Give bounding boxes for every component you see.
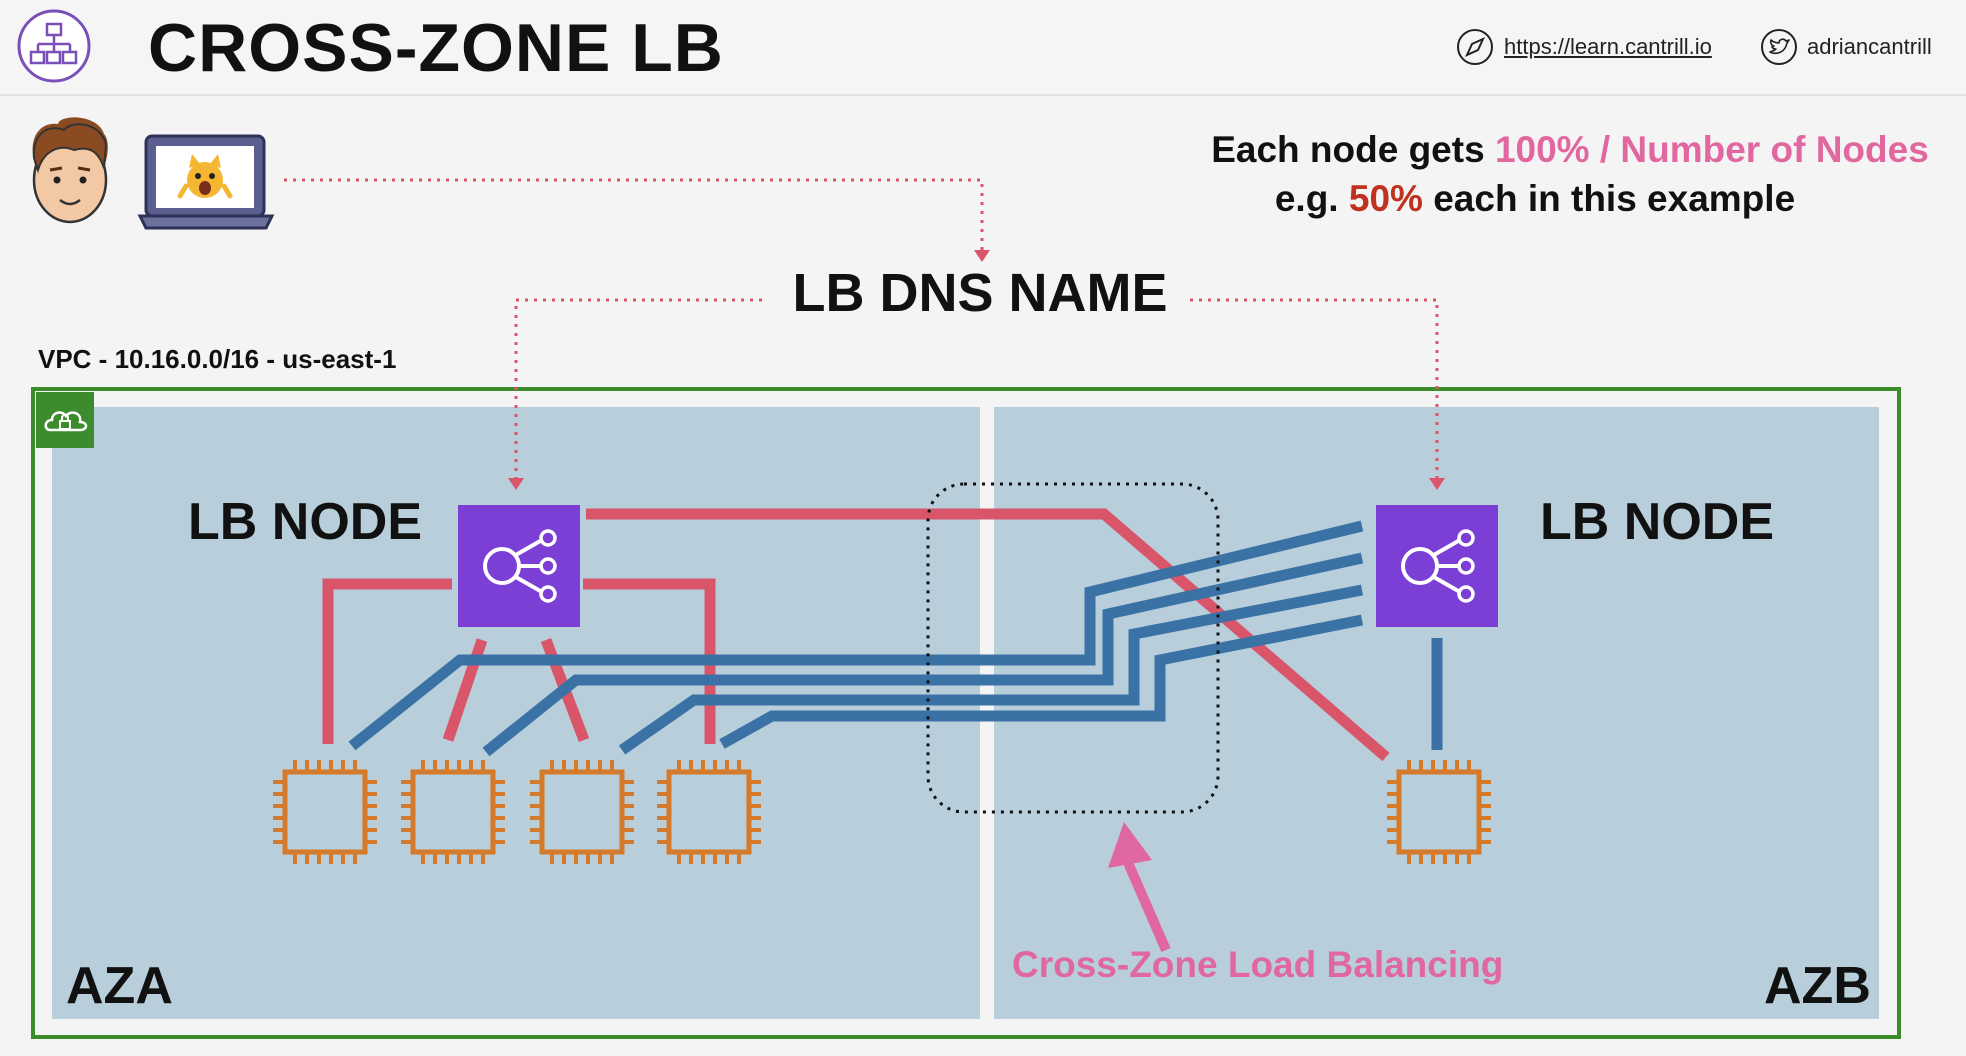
note-line-2: e.g. 50% each in this example bbox=[1145, 175, 1925, 223]
organization-icon bbox=[17, 9, 91, 83]
cross-zone-region bbox=[926, 482, 1220, 814]
twitter-icon bbox=[1761, 29, 1797, 65]
cross-zone-arrow bbox=[1108, 822, 1171, 952]
note-line-2-highlight: 50% bbox=[1348, 178, 1423, 219]
lb-node-b-blue-links bbox=[348, 520, 1443, 757]
lb-node-a-icon bbox=[458, 505, 580, 627]
ec2-instance-icon bbox=[273, 760, 377, 864]
note-line-2-prefix: e.g. bbox=[1274, 178, 1349, 219]
cross-zone-label: Cross-Zone Load Balancing bbox=[1012, 944, 1504, 985]
vpc-boundary bbox=[31, 387, 1901, 1039]
course-link[interactable]: https://learn.cantrill.io bbox=[1504, 34, 1712, 59]
note-line-1-prefix: Each node gets bbox=[1211, 129, 1495, 170]
ec2-instance-icon bbox=[1387, 760, 1491, 864]
lb-dns-name: LB DNS NAME bbox=[792, 263, 1168, 323]
ec2-instance-icon bbox=[401, 760, 505, 864]
dns-to-lb-node-a-link bbox=[514, 298, 762, 478]
client-to-dns-link bbox=[284, 178, 984, 252]
vpc-cloud-lock-icon bbox=[36, 392, 94, 448]
lb-node-b-icon bbox=[1376, 505, 1498, 627]
note-line-1-highlight: 100% / Number of Nodes bbox=[1494, 129, 1929, 170]
lb-node-b-label: LB NODE bbox=[1540, 493, 1774, 551]
dns-links bbox=[284, 178, 1439, 478]
dns-to-lb-node-b-link bbox=[1190, 298, 1439, 478]
azb-label: AZB bbox=[1764, 957, 1871, 1015]
lb-node-a-label: LB NODE bbox=[188, 493, 422, 551]
note-line-2-suffix: each in this example bbox=[1422, 178, 1796, 219]
compass-icon bbox=[1457, 29, 1493, 65]
vpc-label: VPC - 10.16.0.0/16 - us-east-1 bbox=[38, 344, 397, 374]
ec2-instance-icon bbox=[530, 760, 634, 864]
twitter-handle[interactable]: adriancantrill bbox=[1807, 34, 1932, 59]
arrowheads bbox=[508, 250, 1445, 490]
ec2-instance-icon bbox=[657, 760, 761, 864]
note-line-1: Each node gets 100% / Number of Nodes bbox=[1180, 126, 1960, 174]
page-title: CROSS-ZONE LB bbox=[148, 10, 724, 86]
aza-label: AZA bbox=[66, 957, 173, 1015]
header: CROSS-ZONE LB https://learn.cantrill.io … bbox=[0, 0, 1966, 96]
